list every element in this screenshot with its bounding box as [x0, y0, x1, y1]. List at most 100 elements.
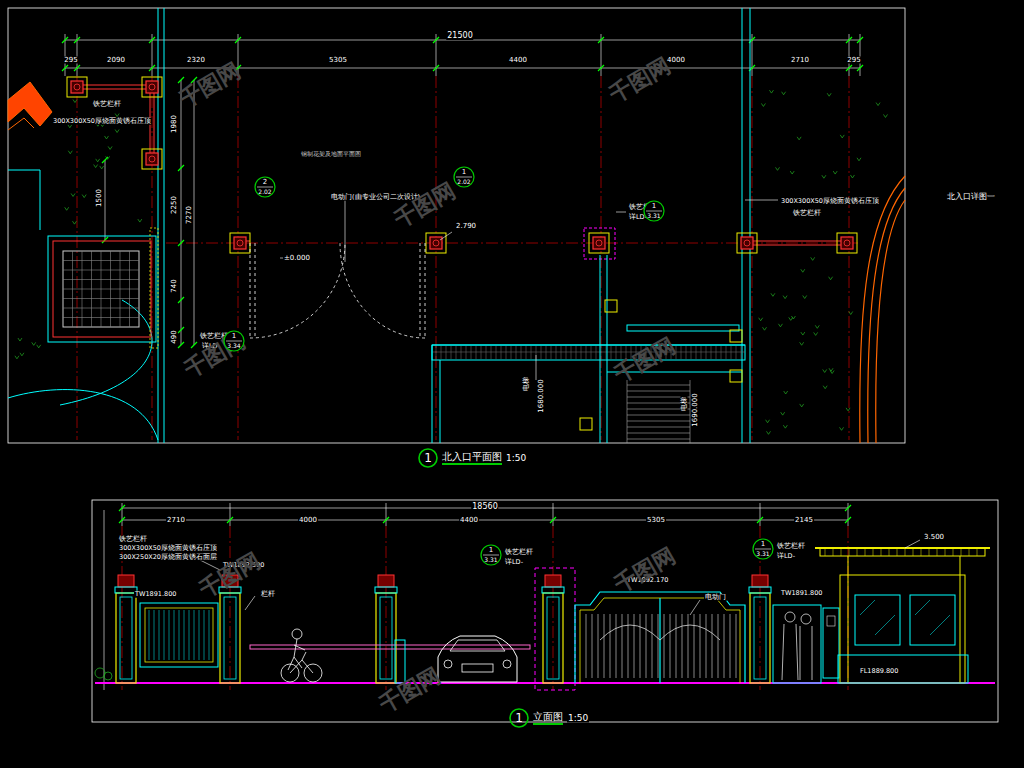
gate-bar — [646, 614, 647, 678]
pillar-cap — [118, 575, 134, 587]
road-arc — [860, 176, 905, 443]
wall-line — [607, 255, 608, 443]
pillar-cap — [378, 575, 394, 587]
hatch — [436, 346, 437, 359]
dimension-tick — [178, 327, 184, 333]
stair — [627, 380, 628, 443]
canopy-rib — [857, 548, 858, 556]
vegetation — [73, 100, 77, 103]
dimension-tick — [550, 517, 556, 523]
hatch — [471, 346, 472, 359]
sheet-reference: 3.31 — [647, 211, 660, 219]
fence-panel — [145, 608, 213, 662]
gate-bar — [586, 614, 587, 678]
callout-number: 2 — [263, 179, 267, 187]
dimension-tick — [119, 505, 125, 511]
gate-swing — [340, 243, 425, 338]
vegetation — [108, 146, 112, 149]
elevation-mark: FL1889.800 — [859, 668, 899, 675]
fence-bar — [204, 610, 205, 660]
car-grille — [462, 664, 493, 672]
title-circle: 1 — [418, 448, 438, 468]
dimension-text: 1500 — [96, 188, 103, 208]
vegetation — [789, 317, 793, 320]
stair — [627, 433, 690, 434]
axis-line — [601, 76, 602, 440]
dimension-tick — [178, 77, 184, 83]
dimension-text: 21500 — [446, 32, 473, 40]
dimension-tick — [178, 297, 184, 303]
dimension-text: 1980 — [171, 114, 178, 134]
gate-bar — [592, 614, 593, 678]
dimension-tick — [235, 37, 241, 43]
watermark: 千图网 — [375, 663, 445, 716]
pillar — [224, 597, 236, 679]
planter-grid — [63, 298, 139, 299]
dimension-tick — [846, 37, 852, 43]
detail-reference: 详LD- — [776, 553, 796, 560]
dimension-tick — [598, 37, 604, 43]
hatch — [556, 346, 557, 359]
vegetation — [781, 412, 785, 415]
callout-number: 1 — [232, 333, 236, 341]
pillar-cap — [545, 575, 561, 587]
vegetation — [68, 151, 72, 154]
callout-number: 1 — [489, 547, 493, 555]
gate-leaf — [255, 243, 256, 338]
dimension-tick — [74, 65, 80, 71]
car — [438, 636, 517, 682]
elevation-mark: TW1891.800 — [780, 590, 823, 597]
vegetation — [776, 167, 780, 170]
path-curve — [8, 390, 158, 440]
plan-note: 电梯 — [523, 376, 530, 392]
hatch — [686, 346, 687, 359]
gate-bar — [682, 614, 683, 678]
material-note: 铁艺栏杆 — [92, 101, 122, 108]
road-arc — [868, 188, 905, 443]
vegetation — [769, 90, 773, 93]
canopy-rib — [825, 548, 826, 556]
callout-number: 1 — [761, 541, 765, 549]
canopy-rib — [937, 548, 938, 556]
figure — [785, 612, 795, 622]
dimension-tick — [102, 237, 108, 243]
pillar — [754, 597, 766, 679]
callout-divider — [456, 177, 472, 178]
guard-post — [848, 556, 849, 683]
dimension-text: 4000 — [298, 517, 318, 524]
dimension-text: 4400 — [508, 57, 528, 64]
dimension-tick — [598, 65, 604, 71]
vegetation — [106, 156, 110, 159]
watermark: 千图网 — [610, 543, 680, 596]
fence-panel — [140, 603, 218, 667]
building-corner — [8, 118, 34, 130]
axis-line — [848, 526, 849, 690]
gate-bar — [718, 614, 719, 678]
hatch — [731, 346, 732, 359]
leader-line — [616, 212, 626, 213]
wall-line — [440, 360, 441, 443]
vegetation — [32, 342, 36, 345]
stair — [627, 439, 690, 440]
pillar — [376, 593, 396, 683]
vegetation — [840, 135, 844, 138]
fence-bar — [169, 610, 170, 660]
hatch — [591, 346, 592, 359]
plan-note: 电梯 — [681, 396, 688, 412]
canopy-rib — [865, 548, 866, 556]
planter-grid — [63, 251, 139, 327]
fence-bar — [164, 610, 165, 660]
section-callout: 13.31 — [480, 544, 502, 566]
material-note: 铁艺栏杆 — [792, 210, 822, 217]
column-outline — [589, 233, 609, 253]
hatch — [681, 346, 682, 359]
column — [841, 237, 853, 249]
planter-grid — [63, 289, 139, 290]
hatch — [491, 346, 492, 359]
shrub — [95, 668, 105, 678]
column-core — [149, 84, 155, 90]
material-note: 栏杆 — [260, 591, 276, 598]
shrub — [104, 672, 112, 680]
dimension-tick — [102, 157, 108, 163]
guard-post — [960, 556, 961, 683]
